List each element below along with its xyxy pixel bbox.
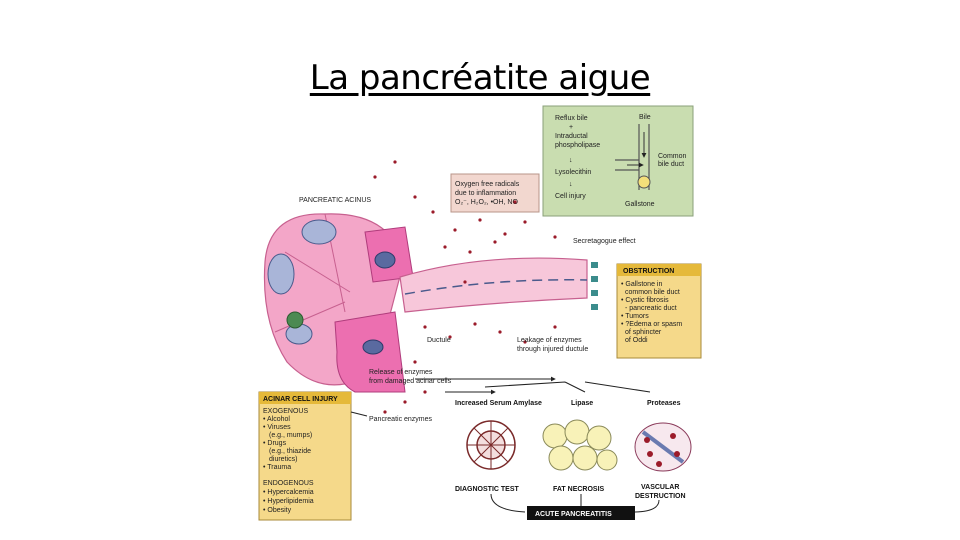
reflux-bile-box: Reflux bile + Intraductal phospholipase … bbox=[542, 105, 694, 217]
diagnostic-test-illustration bbox=[466, 420, 516, 470]
nucleus-4 bbox=[374, 251, 396, 269]
acinar-line-6: (e.g., thiazide bbox=[269, 448, 311, 455]
acinar-line-3: • Viruses bbox=[263, 424, 291, 431]
obstruction-line-8: of Oddi bbox=[625, 337, 648, 344]
ductule-lining bbox=[404, 279, 588, 295]
page-title: La pancréatite aigue bbox=[309, 58, 651, 98]
reflux-line-2: + bbox=[569, 124, 573, 131]
fat-necrosis-label: FAT NECROSIS bbox=[553, 486, 605, 493]
reflux-line-5: ↓ bbox=[569, 157, 573, 164]
vascular-destruction-illustration bbox=[634, 422, 692, 472]
leakage-label-1: Leakage of enzymes bbox=[517, 337, 582, 344]
obstruction-header: OBSTRUCTION bbox=[623, 268, 674, 275]
reflux-line-8: Cell injury bbox=[555, 193, 586, 200]
acinar-line-1: EXOGENOUS bbox=[263, 408, 308, 415]
obstruction-box: OBSTRUCTION • Gallstone in common bile d… bbox=[616, 263, 702, 359]
gallstone-icon bbox=[637, 175, 651, 189]
obstruction-line-5: • Tumors bbox=[621, 313, 649, 320]
pancreatic-duct-shape bbox=[615, 159, 639, 171]
oxygen-radicals-box: Oxygen free radicals due to inflammation… bbox=[450, 173, 540, 213]
acinar-line-4: (e.g., mumps) bbox=[269, 432, 312, 439]
duct-obstruction-marks bbox=[591, 262, 598, 310]
obstruction-line-1: • Gallstone in bbox=[621, 281, 662, 288]
common-bile-duct-label-1: Common bbox=[658, 153, 687, 160]
acinar-line-10: ENDOGENOUS bbox=[263, 480, 314, 487]
vascular-label-1: VASCULAR bbox=[641, 484, 679, 491]
acinar-line-8: • Trauma bbox=[263, 464, 291, 471]
result-box bbox=[527, 506, 635, 520]
reflux-line-6: Lysolecithin bbox=[555, 169, 591, 176]
oxygen-line-3: O₂⁻, H₂O₂, •OH, NO bbox=[455, 199, 518, 206]
acinar-line-5: • Drugs bbox=[263, 440, 287, 447]
obstruction-line-4: - pancreatic duct bbox=[625, 305, 677, 312]
pancreatic-enzymes-label: Pancreatic enzymes bbox=[369, 416, 433, 423]
ductule-label: Ductule bbox=[427, 337, 451, 344]
acinar-line-2: • Alcohol bbox=[263, 416, 290, 423]
nucleus-5 bbox=[362, 339, 384, 355]
release-label-2: from damaged acinar cells bbox=[369, 378, 452, 385]
nucleus-1 bbox=[267, 253, 295, 295]
diagnostic-test-label: DIAGNOSTIC TEST bbox=[455, 486, 520, 493]
acinar-line-7: diuretics) bbox=[269, 456, 297, 463]
obstruction-line-3: • Cystic fibrosis bbox=[621, 297, 669, 304]
result-label: ACUTE PANCREATITIS bbox=[535, 511, 612, 518]
reflux-line-7: ↓ bbox=[569, 181, 573, 188]
lipase-label: Lipase bbox=[571, 400, 593, 407]
oxygen-line-2: due to inflammation bbox=[455, 190, 516, 197]
release-label-1: Release of enzymes bbox=[369, 369, 433, 376]
acinar-injury-box: ACINAR CELL INJURY EXOGENOUS • Alcohol •… bbox=[258, 391, 352, 521]
proteases-label: Proteases bbox=[647, 400, 681, 407]
pancreatitis-diagram: Reflux bile + Intraductal phospholipase … bbox=[255, 102, 705, 526]
leakage-label-2: through injured ductule bbox=[517, 346, 588, 353]
reflux-line-1: Reflux bile bbox=[555, 115, 588, 122]
bile-label: Bile bbox=[639, 114, 651, 121]
acinar-line-13: • Obesity bbox=[263, 507, 292, 514]
ductule bbox=[399, 257, 588, 313]
fat-necrosis-illustration bbox=[542, 419, 618, 471]
enzyme-dots bbox=[373, 160, 557, 414]
obstruction-line-7: of sphincter bbox=[625, 329, 662, 336]
diagram-svg: Reflux bile + Intraductal phospholipase … bbox=[258, 105, 702, 521]
obstruction-line-2: common bile duct bbox=[625, 289, 680, 296]
reflux-line-3: Intraductal bbox=[555, 133, 588, 140]
acinar-line-12: • Hyperlipidemia bbox=[263, 498, 314, 505]
acinar-line-11: • Hypercalcemia bbox=[263, 489, 314, 496]
oxygen-line-1: Oxygen free radicals bbox=[455, 181, 520, 188]
common-bile-duct-label-2: bile duct bbox=[658, 161, 684, 168]
amylase-label: Increased Serum Amylase bbox=[455, 400, 542, 407]
acinar-header: ACINAR CELL INJURY bbox=[263, 396, 338, 403]
secretagogue-label: Secretagogue effect bbox=[573, 238, 636, 245]
pancreatic-acinus-label: PANCREATIC ACINUS bbox=[299, 197, 371, 204]
pancreatic-acinus bbox=[263, 213, 414, 393]
obstruction-line-6: • ?Edema or spasm bbox=[621, 321, 682, 328]
green-cell bbox=[286, 311, 304, 329]
gallstone-label: Gallstone bbox=[625, 201, 655, 208]
nucleus-2 bbox=[301, 219, 337, 245]
vascular-label-2: DESTRUCTION bbox=[635, 493, 686, 500]
reflux-line-4: phospholipase bbox=[555, 142, 600, 149]
